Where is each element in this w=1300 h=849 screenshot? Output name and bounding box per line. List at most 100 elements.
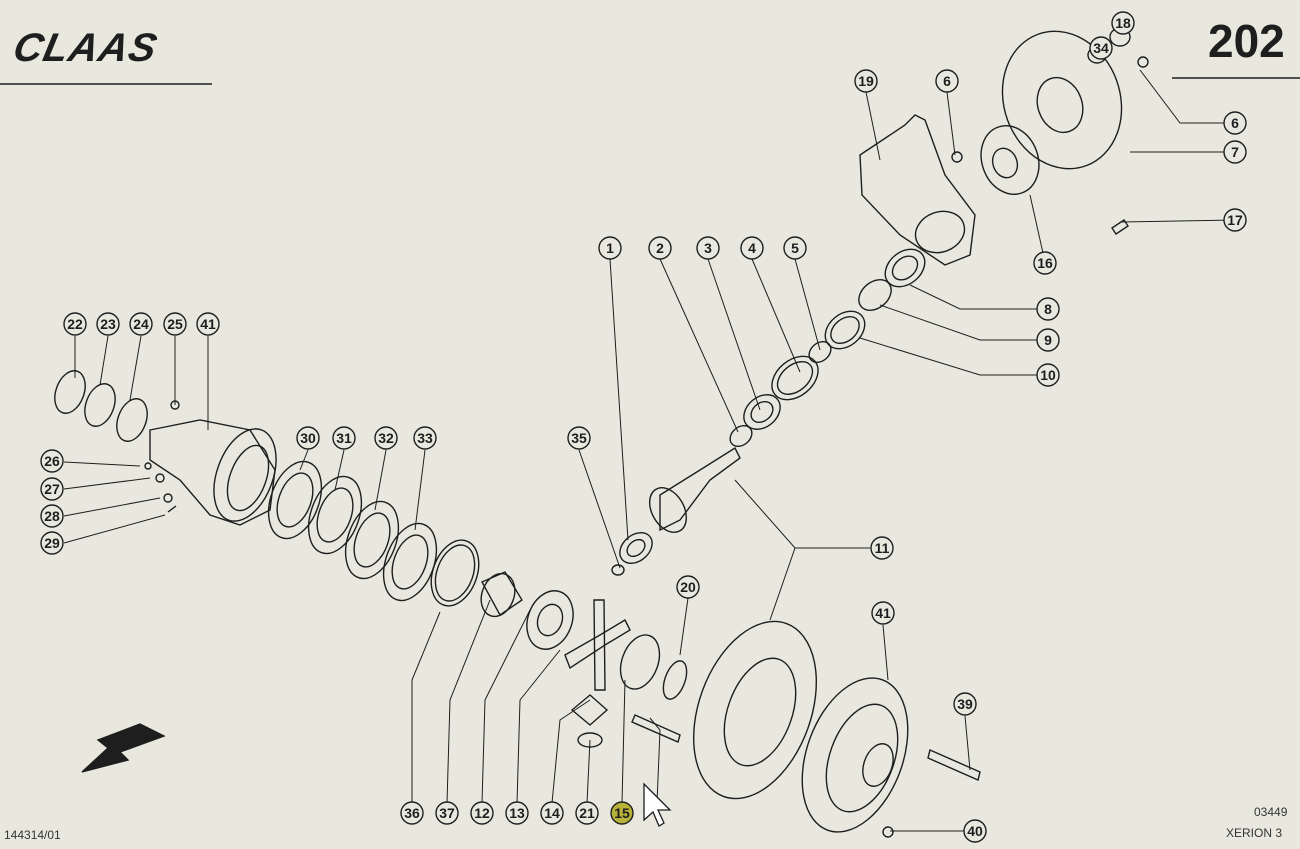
callout-number: 7 (1231, 144, 1239, 160)
mouse-pointer-icon (643, 782, 672, 827)
callout-circle (129, 312, 153, 336)
callout-12[interactable]: 12 (470, 801, 494, 825)
callout-circle (163, 312, 187, 336)
callout-4[interactable]: 4 (740, 236, 764, 260)
callout-16[interactable]: 16 (1033, 251, 1057, 275)
callout-28[interactable]: 28 (40, 504, 64, 528)
callout-14[interactable]: 14 (540, 801, 564, 825)
callout-circle (598, 236, 622, 260)
callout-number: 27 (44, 481, 60, 497)
callout-27[interactable]: 27 (40, 477, 64, 501)
callout-8[interactable]: 8 (1036, 297, 1060, 321)
callout-number: 17 (1227, 212, 1243, 228)
direction-arrow-icon (81, 723, 166, 773)
leader-lines (63, 69, 1236, 832)
callout-number: 13 (509, 805, 525, 821)
callout-number: 25 (167, 316, 183, 332)
callout-25[interactable]: 25 (163, 312, 187, 336)
callout-number: 36 (404, 805, 420, 821)
callout-number: 37 (439, 805, 455, 821)
callout-23[interactable]: 23 (96, 312, 120, 336)
callout-circle (1036, 297, 1060, 321)
callout-37[interactable]: 37 (435, 801, 459, 825)
callout-24[interactable]: 24 (129, 312, 153, 336)
callout-21[interactable]: 21 (575, 801, 599, 825)
callout-circle (470, 801, 494, 825)
callout-number: 11 (875, 540, 890, 556)
callout-number: 12 (474, 805, 490, 821)
callout-number: 1 (606, 240, 614, 256)
callout-circle (575, 801, 599, 825)
callout-circle (871, 601, 895, 625)
callout-6[interactable]: 6 (1223, 111, 1247, 135)
callout-circle (413, 426, 437, 450)
callout-circle (1036, 363, 1060, 387)
callout-41[interactable]: 41 (196, 312, 220, 336)
callout-number: 23 (100, 316, 116, 332)
callout-19[interactable]: 19 (854, 69, 878, 93)
callout-circle (1089, 36, 1113, 60)
callout-number: 28 (44, 508, 60, 524)
callout-number: 20 (680, 579, 696, 595)
callout-number: 33 (417, 430, 433, 446)
callout-36[interactable]: 36 (400, 801, 424, 825)
pinion-shaft (611, 446, 741, 576)
callout-number: 32 (378, 430, 394, 446)
callout-number: 6 (943, 73, 951, 89)
callout-circle (435, 801, 459, 825)
callout-circle (400, 801, 424, 825)
callout-circle (63, 312, 87, 336)
callout-9[interactable]: 9 (1036, 328, 1060, 352)
callout-29[interactable]: 29 (40, 531, 64, 555)
callout-5[interactable]: 5 (783, 236, 807, 260)
callout-40[interactable]: 40 (963, 819, 987, 843)
callout-number: 26 (44, 453, 60, 469)
callout-1[interactable]: 1 (598, 236, 622, 260)
callout-circle (953, 692, 977, 716)
callout-33[interactable]: 33 (413, 426, 437, 450)
callout-11[interactable]: 11 (870, 536, 894, 560)
callout-32[interactable]: 32 (374, 426, 398, 450)
brake-disc-assembly (859, 27, 1149, 266)
callout-circle (740, 236, 764, 260)
callout-3[interactable]: 3 (696, 236, 720, 260)
callout-39[interactable]: 39 (953, 692, 977, 716)
callout-6[interactable]: 6 (935, 69, 959, 93)
callout-26[interactable]: 26 (40, 449, 64, 473)
callout-number: 39 (957, 696, 973, 712)
callout-number: 18 (1115, 15, 1131, 31)
machine-model: XERION 3 (1226, 826, 1283, 840)
bearings (729, 248, 926, 448)
callout-number: 14 (544, 805, 560, 821)
callout-31[interactable]: 31 (332, 426, 356, 450)
callout-circle (610, 801, 634, 825)
callout-7[interactable]: 7 (1223, 140, 1247, 164)
callout-circle (854, 69, 878, 93)
callout-35[interactable]: 35 (567, 426, 591, 450)
callout-2[interactable]: 2 (648, 236, 672, 260)
callout-number: 15 (614, 805, 630, 821)
callout-13[interactable]: 13 (505, 801, 529, 825)
callout-22[interactable]: 22 (63, 312, 87, 336)
callout-15[interactable]: 15 (610, 801, 634, 825)
callout-20[interactable]: 20 (676, 575, 700, 599)
callout-41[interactable]: 41 (871, 601, 895, 625)
callout-34[interactable]: 34 (1089, 36, 1113, 60)
callout-circle (40, 504, 64, 528)
callout-number: 9 (1044, 332, 1052, 348)
callout-circle (505, 801, 529, 825)
callout-number: 31 (336, 430, 352, 446)
callout-30[interactable]: 30 (296, 426, 320, 450)
callout-number: 41 (875, 605, 891, 621)
callout-number: 3 (704, 240, 712, 256)
callout-10[interactable]: 10 (1036, 363, 1060, 387)
callout-number: 41 (200, 316, 216, 332)
callout-17[interactable]: 17 (1223, 208, 1247, 232)
callout-circle (963, 819, 987, 843)
callout-18[interactable]: 18 (1111, 11, 1135, 35)
callout-circle (296, 426, 320, 450)
callout-circle (1223, 208, 1247, 232)
